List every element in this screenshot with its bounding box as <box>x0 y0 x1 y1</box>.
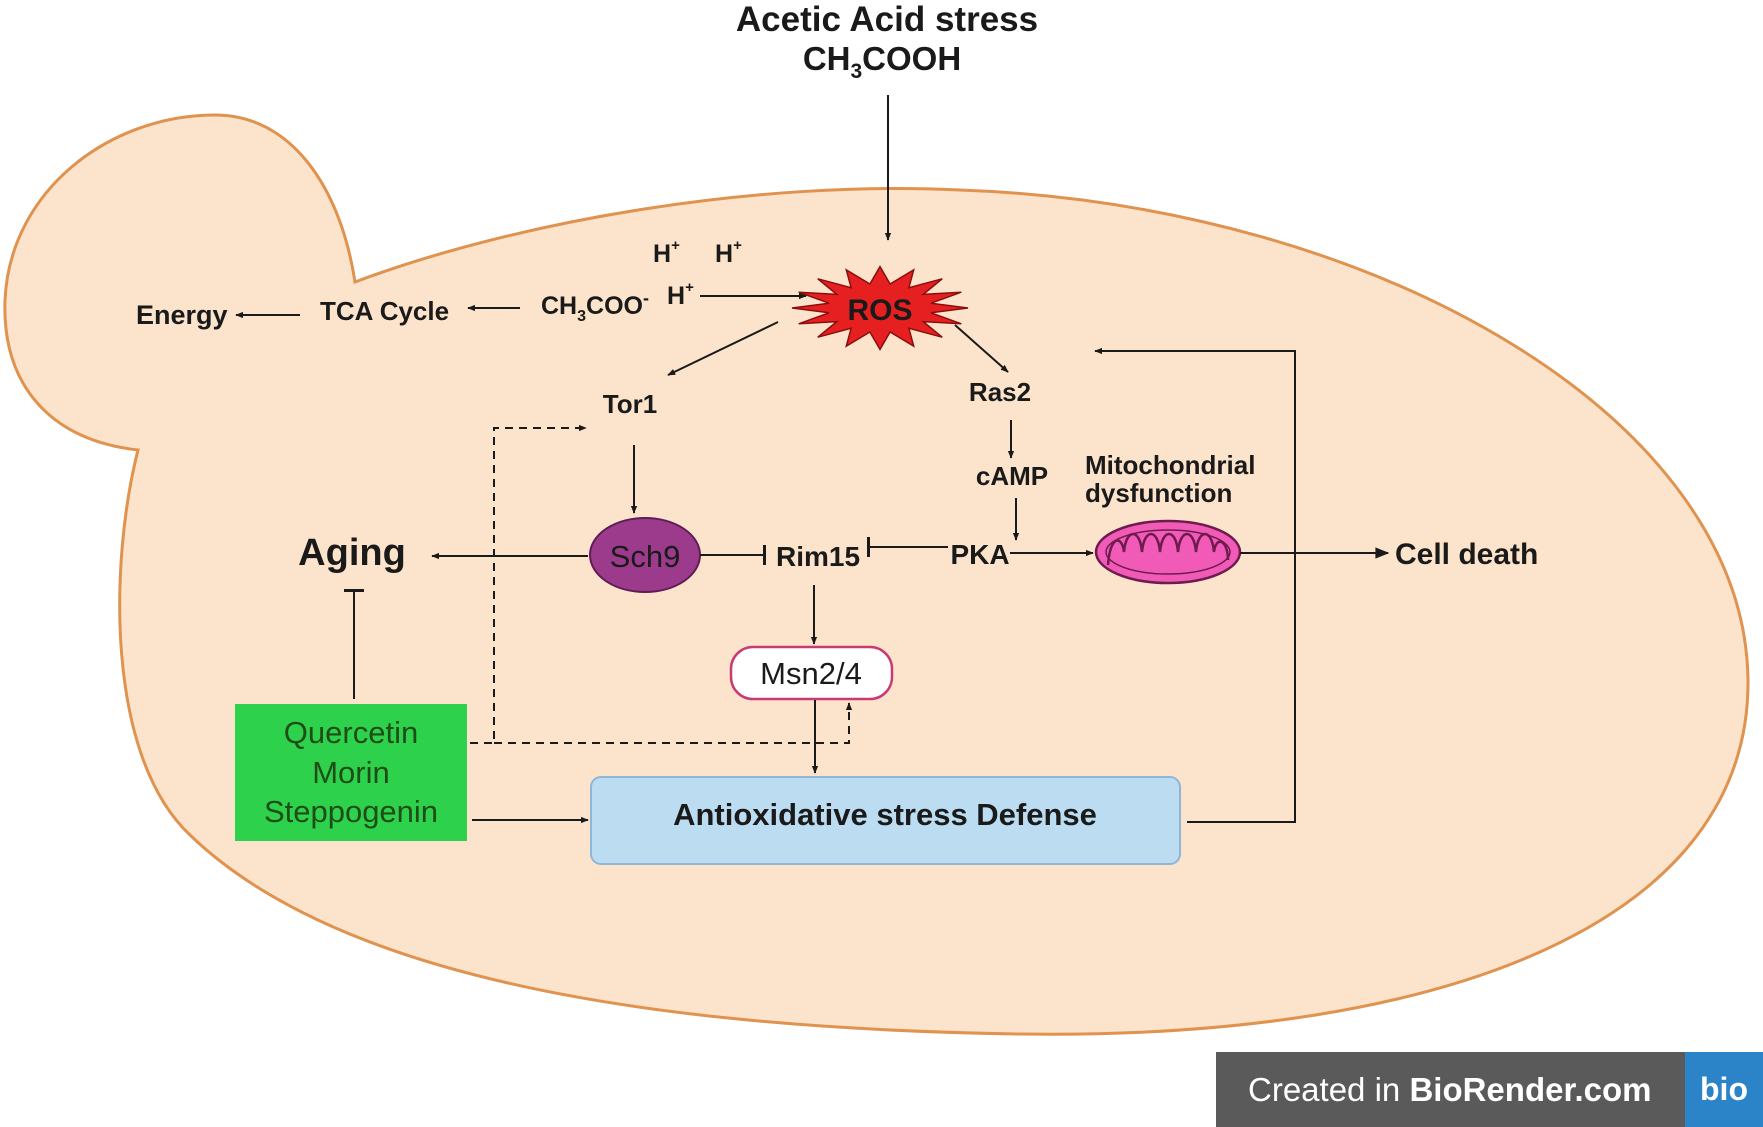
dashed-compounds-to-msn24 <box>494 702 853 744</box>
acetic-acid-formula: CH3COOH <box>803 40 961 83</box>
ras2-label: Ras2 <box>969 377 1031 407</box>
cell-death-label: Cell death <box>1395 538 1538 571</box>
antioxidative-defense-node: Antioxidative stress Defense <box>590 776 1181 865</box>
msn24-label: Msn2/4 <box>760 656 862 691</box>
yeast-cell <box>3 113 1750 1036</box>
compound-steppogenin: Steppogenin <box>264 794 438 829</box>
antioxidative-defense-label: Antioxidative stress Defense <box>673 797 1097 832</box>
tca-cycle-label: TCA Cycle <box>320 296 449 326</box>
tor1-label: Tor1 <box>603 389 657 419</box>
dashed-compounds-to-tor1 <box>470 424 587 744</box>
aging-label: Aging <box>298 532 406 574</box>
biorender-logo-icon: bio <box>1685 1052 1763 1127</box>
compound-quercetin: Quercetin <box>284 715 418 750</box>
proton-label-1: H+ <box>653 237 680 268</box>
mitochondrial-label: Mitochondrial <box>1085 450 1255 480</box>
ros-burst: ROS <box>791 265 969 351</box>
camp-label: cAMP <box>976 461 1048 491</box>
acetic-acid-stress-title: Acetic Acid stress <box>736 0 1038 39</box>
proton-label-3: H+ <box>667 279 694 310</box>
mitochondrion-icon <box>1094 519 1242 585</box>
rim15-label: Rim15 <box>776 541 860 572</box>
acetate-label: CH3COO- <box>541 288 649 325</box>
sch9-label: Sch9 <box>610 539 681 574</box>
biorender-badge-text: Created in BioRender.com <box>1216 1071 1685 1109</box>
ros-label: ROS <box>847 294 912 327</box>
compound-morin: Morin <box>312 755 390 790</box>
sch9-node: Sch9 <box>589 517 701 593</box>
arrow-ros-to-tor1 <box>667 321 779 376</box>
biorender-badge: Created in BioRender.com bio <box>1216 1052 1763 1127</box>
badge-brand: BioRender.com <box>1409 1070 1652 1108</box>
badge-prefix: Created in <box>1248 1070 1410 1108</box>
arrow-defense-feedback <box>1094 347 1296 823</box>
msn24-node: Msn2/4 <box>729 645 894 701</box>
pathway-arrows <box>235 95 1390 824</box>
proton-label-2: H+ <box>715 237 742 268</box>
pka-label: PKA <box>950 539 1009 570</box>
flavonoid-compounds-box: Quercetin Morin Steppogenin <box>235 704 467 841</box>
arrow-ros-to-ras2 <box>954 324 1009 373</box>
dysfunction-label: dysfunction <box>1085 478 1232 508</box>
energy-label: Energy <box>136 300 228 330</box>
